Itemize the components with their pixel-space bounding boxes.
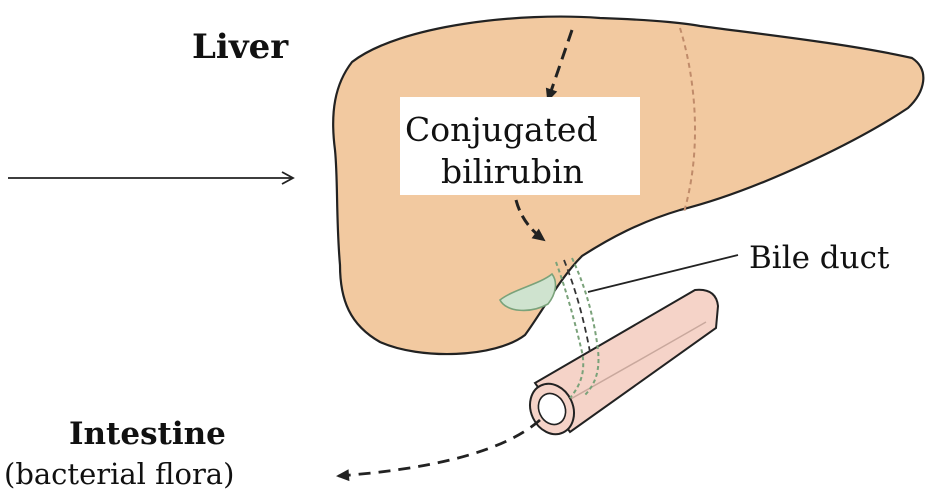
bile-duct-label: Bile duct [749,240,890,276]
exit-dashed-arrow [338,420,540,476]
liver-label: Liver [192,27,289,67]
intestine-label: Intestine [69,416,226,452]
bilirubin-label: bilirubin [441,152,584,191]
conjugated-label: Conjugated [405,110,598,149]
bile-duct-pointer [588,255,738,292]
bacterial-flora-label: (bacterial flora) [4,457,234,491]
